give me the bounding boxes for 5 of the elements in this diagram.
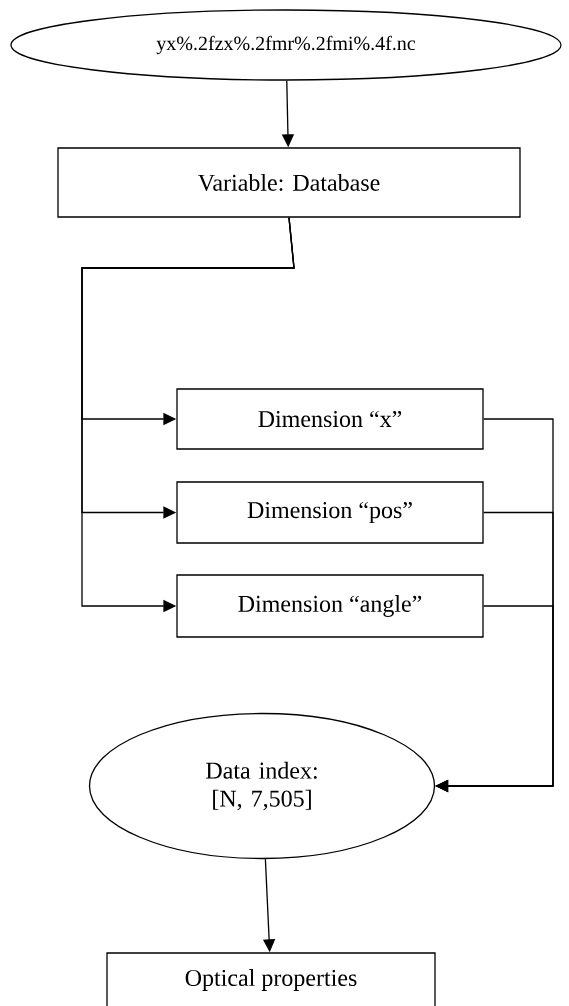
process-box: Variable: Database (57, 147, 521, 218)
process-box: Optical properties (106, 952, 436, 1006)
process-box: Dimension “angle” (176, 574, 484, 638)
process-box: Dimension “x” (176, 388, 484, 450)
process-box: Dimension “pos” (176, 481, 484, 544)
